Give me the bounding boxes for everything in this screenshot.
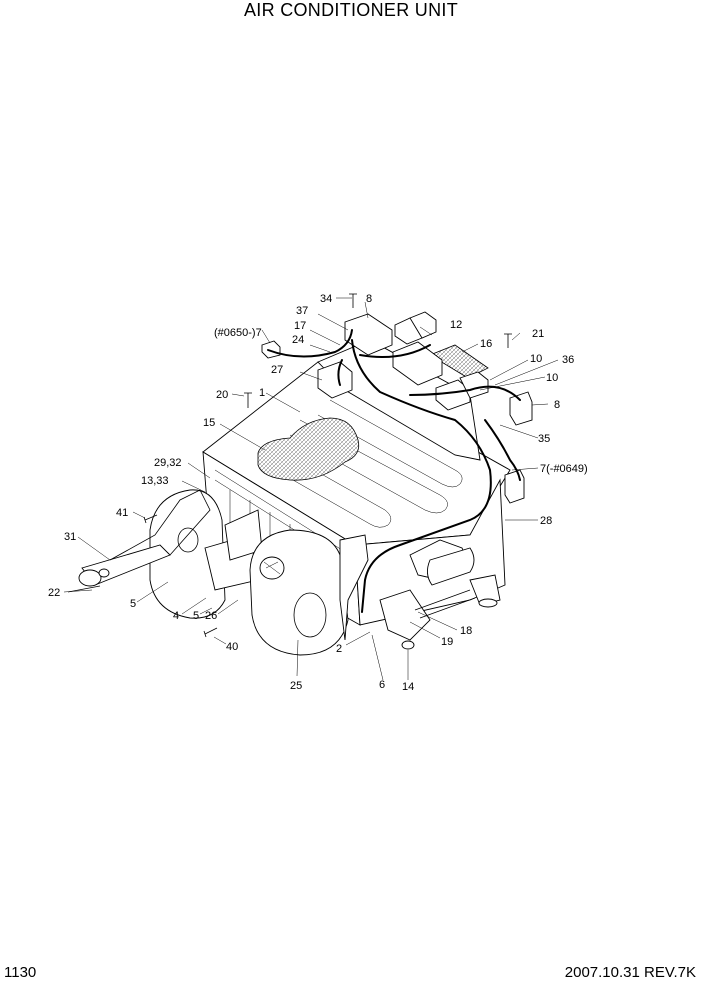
callout-26: 26 <box>205 610 217 622</box>
callout-37: 37 <box>296 305 308 317</box>
mount-brackets <box>379 539 501 650</box>
callout-1: 1 <box>259 387 265 399</box>
callout-7-0649: 7(-#0649) <box>540 463 588 475</box>
callout-18: 18 <box>460 625 472 637</box>
callout-21: 21 <box>532 328 544 340</box>
date-revision: 2007.10.31 REV.7K <box>564 964 696 981</box>
callout-8-top: 8 <box>366 293 372 305</box>
callout-0650-7: (#0650-)7 <box>214 327 262 339</box>
screws <box>143 293 512 638</box>
callout-22: 22 <box>48 587 60 599</box>
callout-14: 14 <box>402 681 414 693</box>
callout-4: 4 <box>173 610 179 622</box>
callout-10-upper: 10 <box>530 353 542 365</box>
callout-40: 40 <box>226 641 238 653</box>
callout-19: 19 <box>441 636 453 648</box>
callout-24: 24 <box>292 334 304 346</box>
callout-17: 17 <box>294 320 306 332</box>
callout-28: 28 <box>540 515 552 527</box>
callout-12: 12 <box>450 319 462 331</box>
filter-15 <box>257 417 360 481</box>
callout-41: 41 <box>116 507 128 519</box>
blower-assembly <box>149 489 369 656</box>
callout-13-33: 13,33 <box>141 475 169 487</box>
filter-16 <box>429 344 489 379</box>
callout-31: 31 <box>64 531 76 543</box>
callout-labels: 34 8 37 12 (#0650-)7 17 24 21 16 10 36 1… <box>48 293 588 693</box>
callout-35: 35 <box>538 433 550 445</box>
page-number: 1130 <box>4 964 37 981</box>
arm-assembly <box>67 489 211 593</box>
callout-16: 16 <box>480 338 492 350</box>
callout-25: 25 <box>290 680 302 692</box>
relay-group <box>261 311 533 504</box>
callout-34: 34 <box>320 293 332 305</box>
callout-5-center: 5 <box>193 610 199 622</box>
wire-harness <box>267 329 521 613</box>
callout-8-right: 8 <box>554 399 560 411</box>
callout-29-32: 29,32 <box>154 457 182 469</box>
callout-27: 27 <box>271 364 283 376</box>
callout-5-left: 5 <box>130 598 136 610</box>
callout-2: 2 <box>336 643 342 655</box>
callout-15: 15 <box>203 417 215 429</box>
page-title: AIR CONDITIONER UNIT <box>243 0 458 20</box>
callout-36: 36 <box>562 354 574 366</box>
callout-6: 6 <box>379 679 385 691</box>
leader-lines <box>63 297 559 681</box>
callout-10-lower: 10 <box>546 372 558 384</box>
callout-20: 20 <box>216 389 228 401</box>
